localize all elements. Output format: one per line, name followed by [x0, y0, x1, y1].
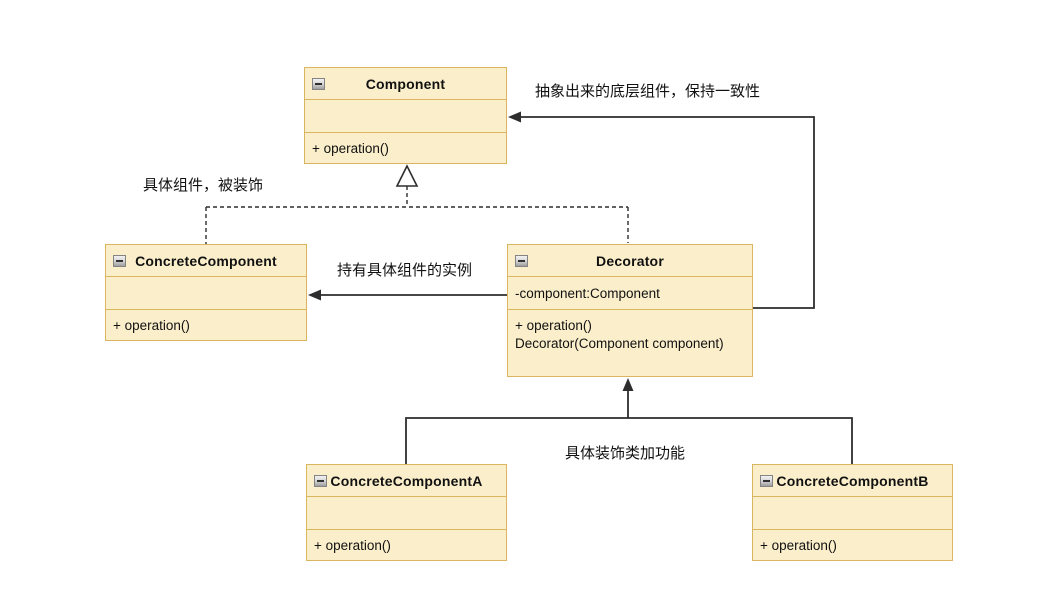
class-header: Component: [305, 68, 506, 100]
method-text: + operation(): [312, 141, 389, 156]
method-text: + operation(): [314, 538, 391, 553]
class-header: Decorator: [508, 245, 752, 277]
attributes-compartment: [106, 277, 306, 310]
class-box-decorator[interactable]: Decorator -component:Component + operati…: [507, 244, 753, 377]
methods-compartment: + operation(): [307, 530, 506, 560]
methods-compartment: + operation(): [753, 530, 952, 560]
annotation-holds-instance[interactable]: 持有具体组件的实例: [337, 262, 473, 279]
attributes-compartment: [305, 100, 506, 133]
collapse-icon[interactable]: [515, 254, 528, 267]
class-box-concrete-component[interactable]: ConcreteComponent + operation(): [105, 244, 307, 341]
generalization-connector[interactable]: [205, 164, 629, 244]
class-title: ConcreteComponent: [135, 252, 277, 269]
class-box-component[interactable]: Component + operation(): [304, 67, 507, 164]
collapse-icon[interactable]: [113, 254, 126, 267]
method-text: Decorator(Component component): [515, 336, 724, 351]
methods-compartment: + operation() Decorator(Component compon…: [508, 310, 752, 376]
methods-compartment: + operation(): [305, 133, 506, 163]
class-header: ConcreteComponentA: [307, 465, 506, 497]
class-title: Component: [365, 75, 446, 92]
hollow-triangle-arrowhead: [395, 164, 419, 187]
methods-compartment: + operation(): [106, 310, 306, 340]
attributes-compartment: -component:Component: [508, 277, 752, 310]
annotation-concrete-component[interactable]: 具体组件，被装饰: [143, 177, 264, 194]
association-decorator-to-concretecomponent[interactable]: [308, 289, 507, 301]
class-header: ConcreteComponent: [106, 245, 306, 277]
attributes-compartment: [307, 497, 506, 530]
class-box-concrete-component-b[interactable]: ConcreteComponentB + operation(): [752, 464, 953, 561]
collapse-icon[interactable]: [760, 474, 773, 487]
method-text: + operation(): [113, 318, 190, 333]
class-title: ConcreteComponentA: [330, 472, 483, 489]
collapse-icon[interactable]: [312, 77, 325, 90]
arrowhead-up: [622, 378, 634, 391]
arrowhead-left: [308, 289, 321, 301]
method-text: + operation(): [760, 538, 837, 553]
annotation-concrete-decorators[interactable]: 具体装饰类加功能: [565, 445, 686, 462]
method-text: + operation(): [515, 318, 592, 333]
class-title: ConcreteComponentB: [776, 472, 929, 489]
arrowhead-left: [508, 111, 521, 123]
collapse-icon[interactable]: [314, 474, 327, 487]
class-title: Decorator: [596, 252, 664, 269]
class-header: ConcreteComponentB: [753, 465, 952, 497]
attributes-compartment: [753, 497, 952, 530]
class-box-concrete-component-a[interactable]: ConcreteComponentA + operation(): [306, 464, 507, 561]
annotation-abstract-component[interactable]: 抽象出来的底层组件，保持一致性: [535, 83, 761, 100]
